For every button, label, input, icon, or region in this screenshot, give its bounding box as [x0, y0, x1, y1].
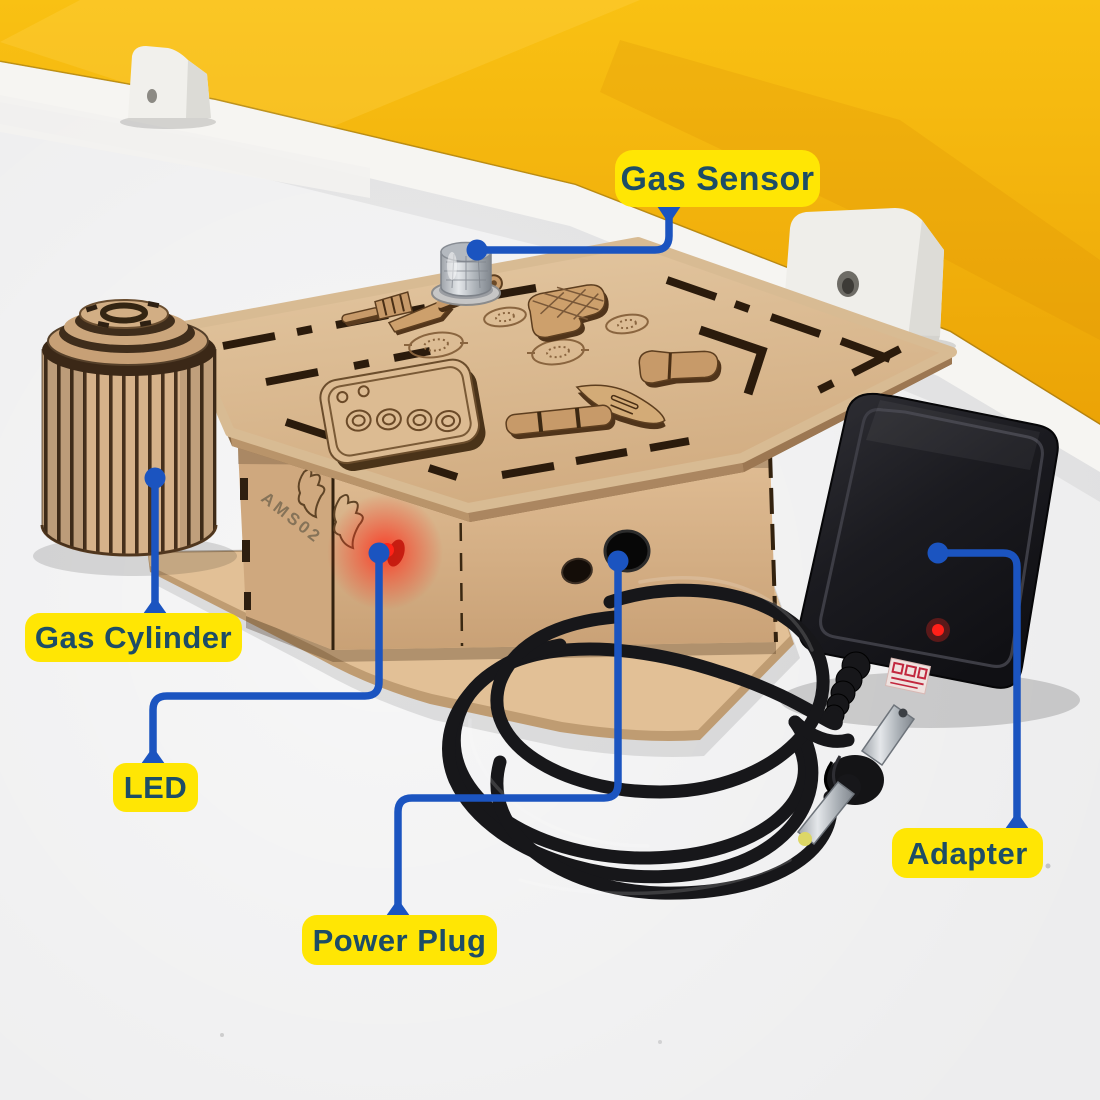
label-gas-sensor: Gas Sensor — [615, 150, 820, 207]
callout-line-led — [149, 549, 383, 767]
callout-dot-power-plug — [607, 550, 629, 572]
callout-lines — [149, 203, 1021, 919]
callout-dot-led — [368, 542, 390, 564]
callout-line-adapter — [934, 549, 1021, 832]
flame-engraving — [297, 468, 326, 519]
white-baseboard — [0, 62, 1100, 472]
bar-piece — [505, 404, 616, 440]
adapter-sticker — [884, 657, 932, 695]
left-wall-bracket — [120, 46, 216, 129]
label-gas-cylinder: Gas Cylinder — [25, 613, 242, 662]
label-led: LED — [113, 763, 198, 812]
oven-mitt-piece — [527, 284, 609, 342]
dc-power-plug — [796, 703, 916, 846]
box-front-left-panel — [238, 448, 333, 650]
callout-line-power-plug — [394, 557, 622, 919]
cable-hole — [561, 557, 593, 585]
label-power-plug: Power Plug — [302, 915, 497, 965]
callout-line-gas-sensor — [473, 203, 673, 254]
gas-sensor-component — [431, 241, 501, 306]
burner-engravings — [404, 306, 649, 366]
handle-piece — [638, 350, 722, 388]
callout-dot-gas-cylinder — [144, 467, 166, 489]
callout-dot-gas-sensor — [466, 239, 488, 261]
yellow-wall-panel — [0, 0, 1100, 425]
adapter-led — [932, 624, 944, 636]
plug-yellow-tip — [798, 832, 812, 846]
callout-dots — [141, 206, 1029, 916]
power-cable-coil — [442, 583, 855, 900]
power-cable-highlights — [468, 575, 814, 896]
gas-cylinder-object — [33, 299, 237, 576]
fork-piece — [341, 291, 414, 327]
sensor-box-lid — [179, 237, 957, 522]
shelf-ledge — [0, 95, 370, 198]
power-adapter-object — [780, 392, 1080, 728]
stove-control-panel — [319, 358, 486, 472]
label-adapter: Adapter — [892, 828, 1043, 878]
callout-dot-adapter — [927, 542, 949, 564]
knife-piece — [387, 300, 454, 336]
